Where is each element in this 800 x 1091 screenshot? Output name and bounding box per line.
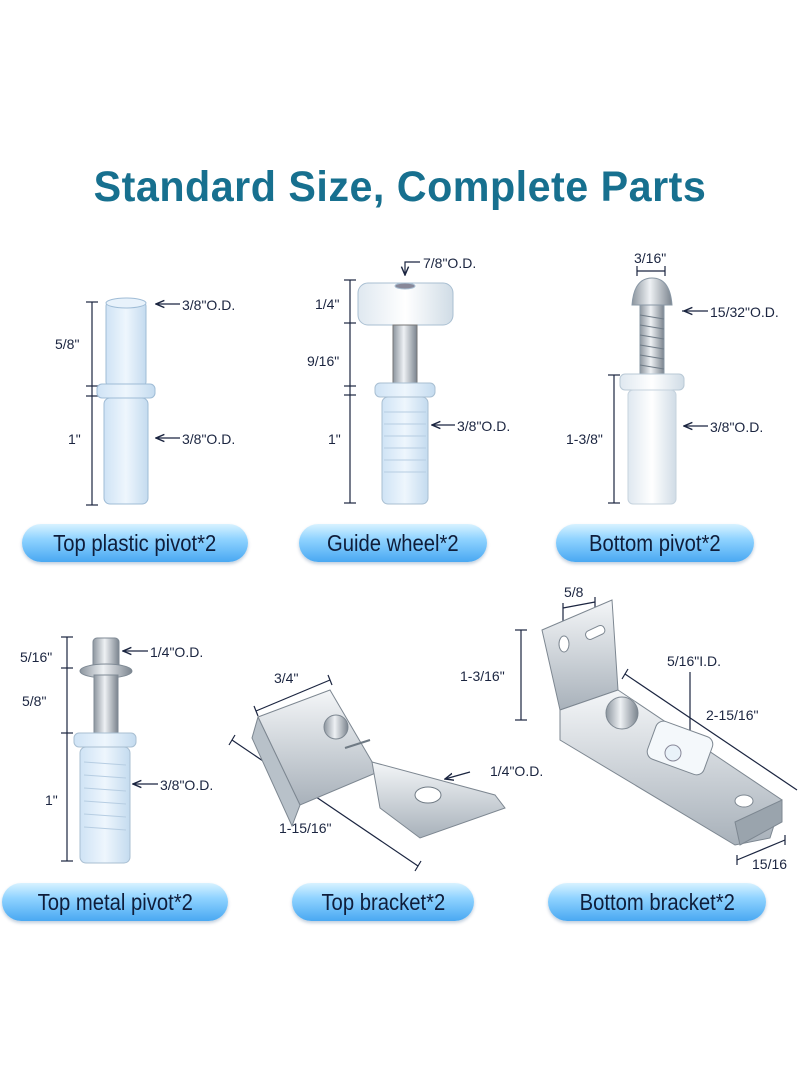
dim-head-width: 3/16" [634,250,667,266]
dim-width: 15/16 [752,856,788,872]
dim-sleeve-height: 1" [328,431,341,447]
part-label-bottom-pivot: Bottom pivot*2 [556,524,754,562]
part-label-top-metal-pivot: Top metal pivot*2 [2,883,228,921]
bottom-pivot-drawing [619,277,685,505]
dim-wheel-height: 1/4" [315,296,340,312]
dim-sleeve-od: 3/8"O.D. [160,777,214,793]
dim-width: 3/4" [274,670,299,686]
dim-wheel-od: 7/8"O.D. [423,255,477,271]
top-metal-pivot-drawing [73,637,137,864]
dim-shaft-height: 5/8" [22,693,47,709]
guide-wheel-drawing [357,282,454,505]
dim-slot-spacing: 5/8 [564,584,584,600]
dim-upper-od: 3/8"O.D. [182,297,236,313]
dim-sleeve-height: 1" [45,792,58,808]
dim-sleeve-height: 1-3/8" [566,431,603,447]
bottom-bracket-drawing [541,599,783,846]
dim-shaft-height: 9/16" [307,353,340,369]
part-label-guide-wheel: Guide wheel*2 [299,524,487,562]
part-label-bottom-bracket: Bottom bracket*2 [548,883,766,921]
part-label-top-plastic-pivot: Top plastic pivot*2 [22,524,248,562]
top-plastic-pivot-drawing [96,297,156,505]
top-bracket-drawing [251,689,506,839]
dim-length: 2-15/16" [706,707,759,723]
dim-lower-height: 1" [68,431,81,447]
dim-hole-od: 1/4"O.D. [490,763,544,779]
dim-lower-od: 3/8"O.D. [182,431,236,447]
dim-hole-id: 5/16"I.D. [667,653,721,669]
page-title: Standard Size, Complete Parts [93,163,707,211]
dim-pin-od: 1/4"O.D. [150,644,204,660]
dim-sleeve-od: 3/8"O.D. [710,419,764,435]
dim-head-od: 15/32"O.D. [710,304,779,320]
part-label-top-bracket: Top bracket*2 [292,883,474,921]
dim-height: 1-3/16" [460,668,505,684]
dim-upper-height: 5/8" [55,336,80,352]
dim-pin-height: 5/16" [20,649,53,665]
dim-sleeve-od: 3/8"O.D. [457,418,511,434]
dim-length: 1-15/16" [279,820,332,836]
